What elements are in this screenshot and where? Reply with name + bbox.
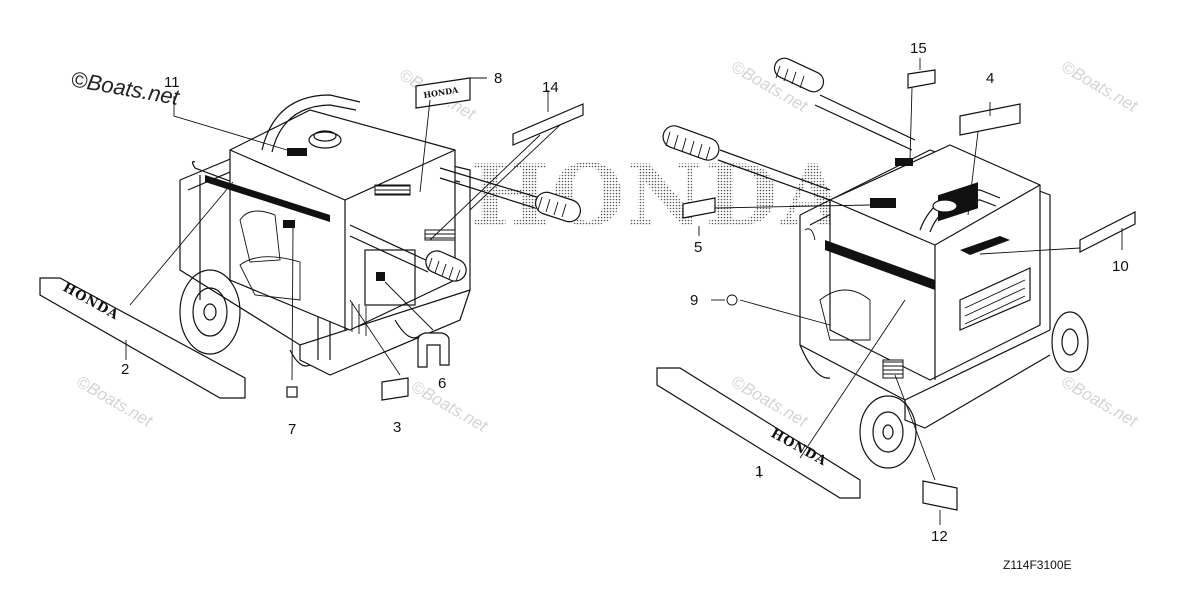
watermark: ©Boats.net	[1058, 57, 1142, 116]
callout-1: 1	[755, 463, 763, 480]
decal-15	[907, 69, 936, 89]
callout-3: 3	[393, 419, 401, 436]
decal-5	[682, 197, 716, 219]
callout-12: 12	[931, 528, 948, 545]
callout-15: 15	[910, 40, 927, 57]
decal-3	[381, 377, 409, 401]
callout-14: 14	[542, 79, 559, 96]
watermark: ©Boats.net	[1058, 372, 1142, 431]
right-generator-illustration	[662, 57, 1089, 469]
decal-12	[922, 480, 958, 511]
left-generator-illustration	[179, 94, 582, 376]
decal-4	[959, 103, 1021, 136]
callout-numbers: 11 8 14 2 7 3 6 15 4 10 5 9 1 12	[121, 40, 1129, 545]
callout-4: 4	[986, 70, 994, 87]
callout-10: 10	[1112, 258, 1129, 275]
watermark: ©Boats.net	[408, 377, 492, 436]
callout-11: 11	[164, 74, 180, 91]
decal-10	[1079, 211, 1136, 253]
callout-2: 2	[121, 361, 129, 378]
background-brand-text: HONDA	[470, 146, 847, 245]
callout-6: 6	[438, 375, 446, 392]
decal-7	[286, 386, 298, 398]
callout-5: 5	[694, 239, 702, 256]
callout-8: 8	[494, 70, 502, 87]
diagram-code: Z114F3100E	[1003, 558, 1072, 572]
callout-9-marker	[726, 294, 738, 306]
watermark: ©Boats.net	[73, 372, 157, 431]
leader-lines	[125, 58, 1123, 525]
callout-7: 7	[288, 421, 296, 438]
decal-6	[417, 332, 450, 368]
callout-9: 9	[690, 292, 698, 309]
decal-14	[512, 103, 584, 146]
